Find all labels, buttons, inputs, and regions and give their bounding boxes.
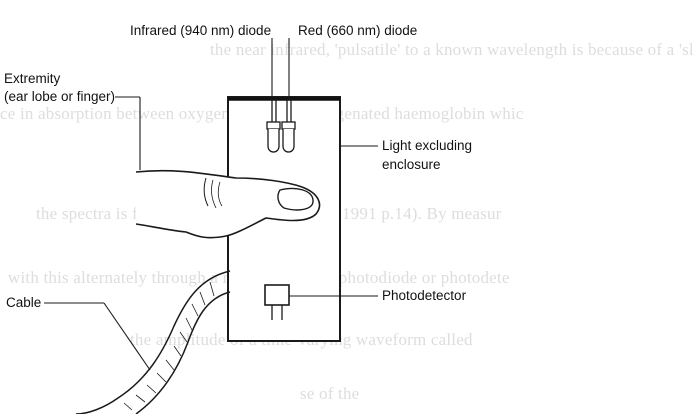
background-text-line: se of the	[300, 384, 360, 403]
cable-lower	[135, 291, 231, 414]
cable-upper	[75, 270, 231, 414]
fingernail	[277, 187, 314, 211]
cable-label: Cable	[6, 294, 42, 311]
infrared-diode-label: Infrared (940 nm) diode	[130, 22, 272, 39]
pulse-oximeter-diagram: the near infrared, 'pulsatile' to a know…	[0, 22, 694, 414]
finger-crease	[211, 179, 217, 209]
finger-outline	[135, 169, 321, 239]
photodetector-component	[264, 284, 290, 320]
photodetector-label: Photodetector	[382, 287, 467, 304]
finger-crease	[217, 181, 223, 207]
enclosure-sublabel: enclosure	[382, 156, 441, 173]
red-diode-label: Red (660 nm) diode	[298, 22, 418, 39]
infrared-diode	[266, 99, 281, 153]
enclosure-label: Light excluding	[382, 137, 473, 154]
extremity-label: Extremity	[4, 70, 61, 87]
extremity-sublabel: (ear lobe or finger)	[4, 88, 116, 105]
finger-crease	[203, 177, 209, 207]
background-text-line: the near infrared, 'pulsatile' to a know…	[210, 40, 694, 59]
diagram-drawing	[44, 38, 378, 414]
red-diode	[281, 99, 296, 153]
cable-leader-diag	[103, 302, 151, 371]
cable-texture	[123, 281, 215, 411]
